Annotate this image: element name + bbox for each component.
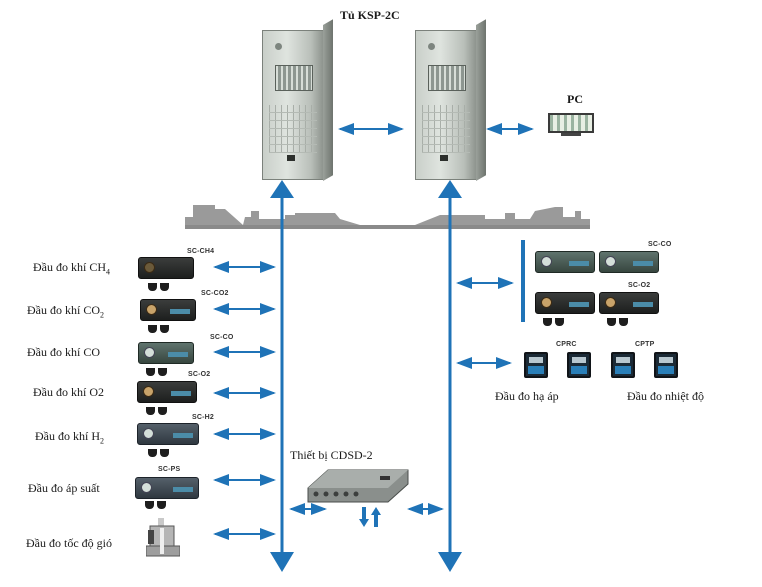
sensor-connectors — [543, 313, 567, 326]
sensor-label-co: Đầu đo khí CO — [27, 345, 100, 359]
co-sensor-device — [535, 251, 595, 273]
sensor-link-arrows — [213, 261, 276, 540]
pressure-sensor-device — [135, 477, 199, 499]
right-code-co: SC-CO — [648, 241, 672, 248]
meter-label-low-pressure: Đầu đo hạ áp — [495, 389, 559, 403]
mine-skyline-graphic — [185, 205, 590, 229]
pc-stand — [561, 133, 581, 136]
ksp-cabinet-2 — [415, 19, 486, 181]
sensor-label-wind-speed: Đầu đo tốc độ gió — [26, 536, 112, 550]
cabinet-module-rows — [422, 105, 470, 153]
sensor-connectors — [145, 496, 169, 509]
h2-sensor-device — [137, 423, 199, 445]
sensor-label-o2: Đầu đo khí O2 — [33, 385, 104, 399]
sensor-label-pressure: Đầu đo áp suất — [28, 481, 100, 495]
o2-sensor-device — [137, 381, 197, 403]
sensor-code-ch4: SC-CH4 — [187, 248, 215, 255]
co2-sensor-device — [140, 299, 196, 321]
sensor-connectors — [148, 444, 172, 457]
cabinet-logo-icon — [275, 43, 282, 50]
sensor-connectors — [148, 278, 172, 291]
bus-left — [270, 180, 294, 572]
down-arrow-icon — [438, 552, 462, 572]
sensor-connectors — [146, 402, 170, 415]
cabinet-module-rows — [269, 105, 317, 153]
sensor-connectors — [146, 363, 170, 376]
right-code-o2: SC-O2 — [628, 282, 651, 289]
sensor-label-h2: Đầu đo khí H2 — [35, 429, 104, 446]
sensor-code-o2: SC-O2 — [188, 371, 211, 378]
pc-label: PC — [567, 92, 583, 106]
up-arrow-icon — [270, 180, 294, 198]
cptp-meter-device — [611, 352, 635, 378]
cabinet-title: Tủ KSP-2C — [340, 8, 400, 22]
sensor-connectors — [607, 313, 631, 326]
bus-right — [438, 180, 462, 572]
cprc-meter-device — [567, 352, 591, 378]
cptp-meter-device — [654, 352, 678, 378]
o2-sensor-device — [599, 292, 659, 314]
co-sensor-device — [138, 342, 194, 364]
cdsd-updown-arrows — [359, 507, 381, 527]
co-sensor-device — [599, 251, 659, 273]
cprc-meter-device — [524, 352, 548, 378]
pc-monitor-icon — [548, 113, 594, 133]
meter-code-cprc: CPRC — [556, 341, 577, 348]
hub-label: Thiết bị CDSD-2 — [290, 448, 373, 462]
cabinet-display-panel — [428, 65, 466, 91]
down-arrow-icon — [270, 552, 294, 572]
sensor-code-co: SC-CO — [210, 334, 234, 341]
meter-code-cptp: CPTP — [635, 341, 655, 348]
wind-speed-sensor-device — [146, 518, 180, 557]
sensor-code-h2: SC-H2 — [192, 414, 215, 421]
sensor-label-ch4: Đầu đo khí CH4 — [33, 260, 110, 277]
sensor-label-co2: Đầu đo khí CO2 — [27, 303, 104, 320]
sensor-connectors — [148, 320, 172, 333]
o2-sensor-device — [535, 292, 595, 314]
up-arrow-icon — [438, 180, 462, 198]
ch4-sensor-device — [138, 257, 194, 279]
meter-label-temperature: Đầu đo nhiệt độ — [627, 389, 704, 403]
cabinet-slot — [287, 155, 295, 161]
cabinet-display-panel — [275, 65, 313, 91]
cabinet-slot — [440, 155, 448, 161]
cabinet-logo-icon — [428, 43, 435, 50]
cdsd-hub-device — [307, 469, 409, 503]
ksp-cabinet-1 — [262, 19, 333, 181]
sensor-code-co2: SC-CO2 — [201, 290, 229, 297]
sensor-code-ps: SC-PS — [158, 466, 181, 473]
